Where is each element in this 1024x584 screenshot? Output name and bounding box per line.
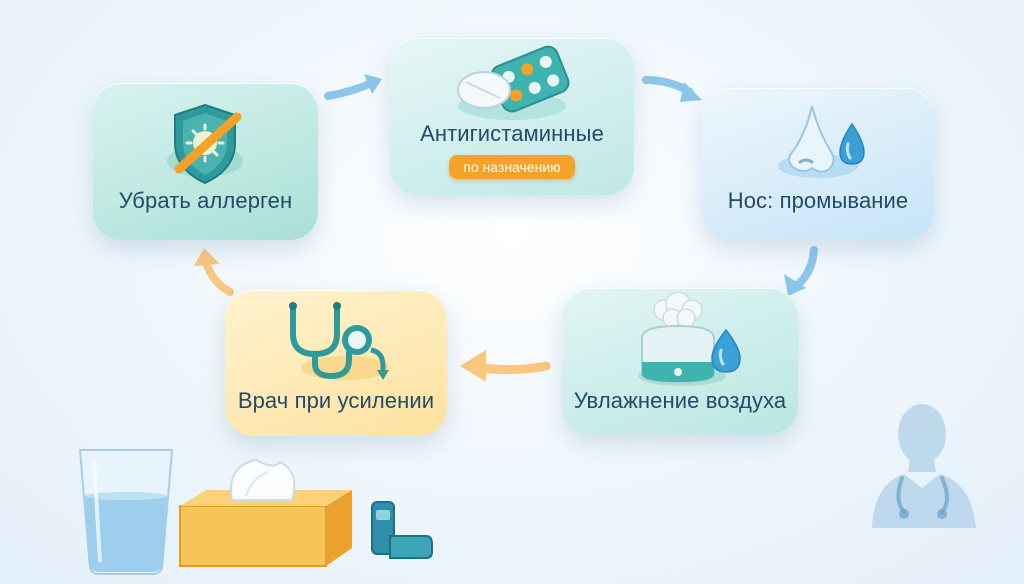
step-label-doctor: Врач при усилении (237, 388, 435, 413)
humidifier-icon (638, 292, 741, 386)
step-label-allergen: Убрать аллерген (118, 188, 293, 213)
step-card-doctor: Врач при усилении (225, 290, 447, 436)
water-glass-icon (78, 449, 174, 575)
step-card-humidifier: Увлажнение воздуха (562, 288, 798, 434)
arrow-allergen-to-antihist (324, 74, 382, 100)
step-card-antihistamines: Антигистаминные по назначению (390, 38, 634, 195)
step-label-nose: Нос: промывание (727, 188, 909, 213)
shield-virus-icon (167, 103, 243, 185)
nose-drop-icon (778, 105, 865, 178)
step-label-humidifier: Увлажнение воздуха (573, 388, 787, 413)
step-card-nose: Нос: промывание (702, 88, 934, 240)
prescription-badge: по назначению (449, 155, 575, 179)
step-label-antihistamines: Антигистаминные (420, 121, 604, 146)
pills-icon (457, 45, 570, 120)
arrow-humid-to-doctor (460, 350, 551, 382)
arrow-antihist-to-nose (642, 76, 702, 102)
doctor-silhouette-icon (872, 404, 976, 528)
step-card-allergen: Убрать аллерген (93, 83, 318, 240)
inhaler-icon (371, 501, 433, 559)
tissue-box-icon (179, 458, 352, 567)
arrow-doctor-to-allergen (194, 248, 234, 296)
stethoscope-icon (289, 302, 389, 380)
arrow-nose-to-humid (784, 246, 818, 296)
